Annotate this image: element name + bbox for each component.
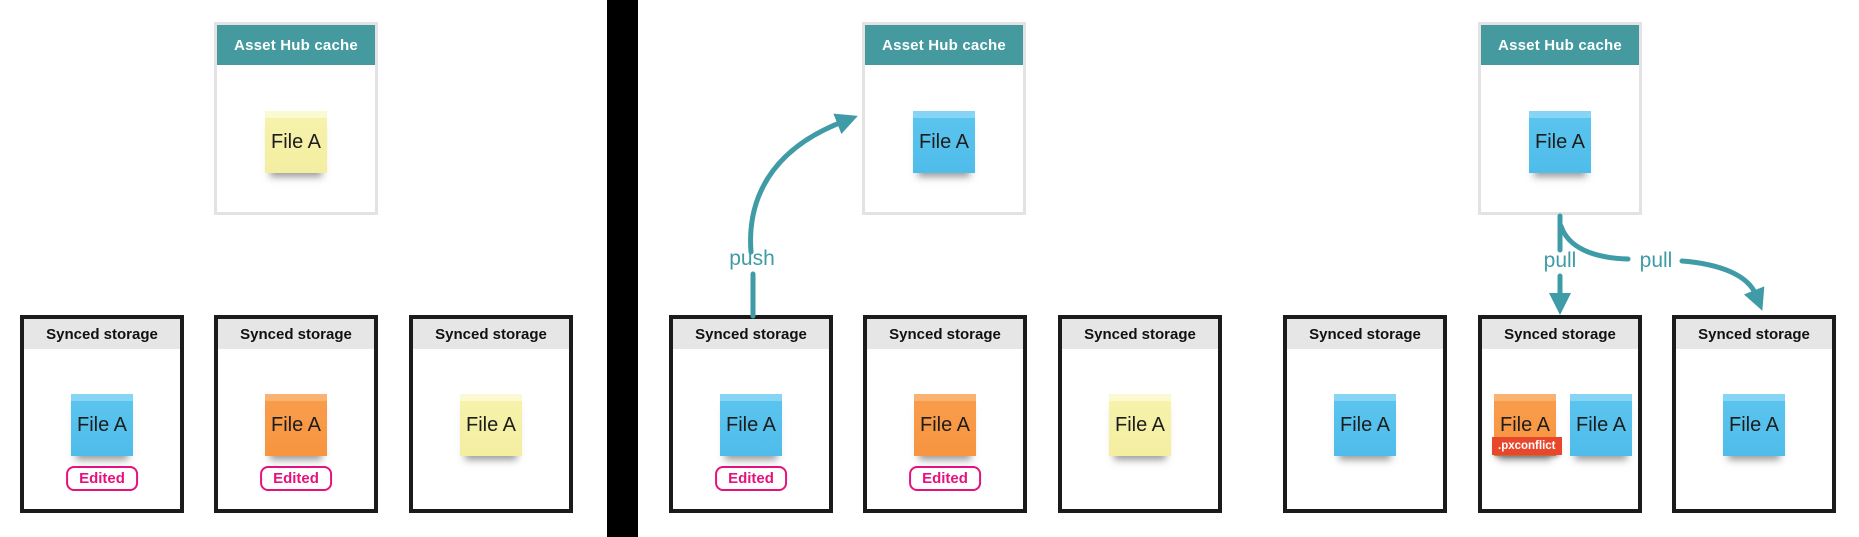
edited-badge: Edited [260, 466, 332, 491]
sticky-note-file-a: File A [460, 394, 522, 456]
cache-header: Asset Hub cache [217, 25, 375, 65]
push-arrow [748, 113, 858, 319]
storage-header: Synced storage [24, 319, 180, 349]
edited-badge: Edited [715, 466, 787, 491]
storage-box-2-2: Synced storage File A Edited [863, 315, 1027, 513]
storage-header: Synced storage [1287, 319, 1443, 349]
storage-box-1-3: Synced storage File A [409, 315, 573, 513]
pull-arrow-label-2: pull [1639, 249, 1673, 272]
cache-box-1: Asset Hub cache File A [214, 22, 378, 215]
storage-header: Synced storage [1482, 319, 1638, 349]
storage-box-3-3: Synced storage File A [1672, 315, 1836, 513]
cache-header: Asset Hub cache [865, 25, 1023, 65]
push-arrow-label: push [729, 247, 775, 270]
sticky-note-file-a: File A [265, 394, 327, 456]
cache-header: Asset Hub cache [1481, 25, 1639, 65]
sticky-note-file-a: File A [265, 111, 327, 173]
storage-box-3-1: Synced storage File A [1283, 315, 1447, 513]
storage-box-2-1: Synced storage File A Edited [669, 315, 833, 513]
sticky-note-file-a: File A [1723, 394, 1785, 456]
edited-badge: Edited [909, 466, 981, 491]
storage-box-1-1: Synced storage File A Edited [20, 315, 184, 513]
storage-header: Synced storage [1676, 319, 1832, 349]
storage-box-1-2: Synced storage File A Edited [214, 315, 378, 513]
sticky-note-file-a: File A [720, 394, 782, 456]
edited-badge: Edited [66, 466, 138, 491]
pull-arrow-label-1: pull [1543, 249, 1577, 272]
storage-box-3-2: Synced storage File A .pxconflict File A [1478, 315, 1642, 513]
sticky-note-file-a: File A [1529, 111, 1591, 173]
sticky-note-file-a: File A [71, 394, 133, 456]
scene-divider [607, 0, 638, 537]
sticky-note-file-a: File A [1334, 394, 1396, 456]
sticky-note-file-a: File A [913, 111, 975, 173]
storage-header: Synced storage [218, 319, 374, 349]
storage-header: Synced storage [1062, 319, 1218, 349]
cache-box-2: Asset Hub cache File A [862, 22, 1026, 215]
pxconflict-tag: .pxconflict [1492, 437, 1562, 455]
storage-header: Synced storage [413, 319, 569, 349]
sticky-note-file-a: File A [1570, 394, 1632, 456]
storage-header: Synced storage [673, 319, 829, 349]
sticky-note-file-a: File A [914, 394, 976, 456]
sticky-note-file-a: File A [1109, 394, 1171, 456]
storage-box-2-3: Synced storage File A [1058, 315, 1222, 513]
storage-header: Synced storage [867, 319, 1023, 349]
cache-box-3: Asset Hub cache File A [1478, 22, 1642, 215]
